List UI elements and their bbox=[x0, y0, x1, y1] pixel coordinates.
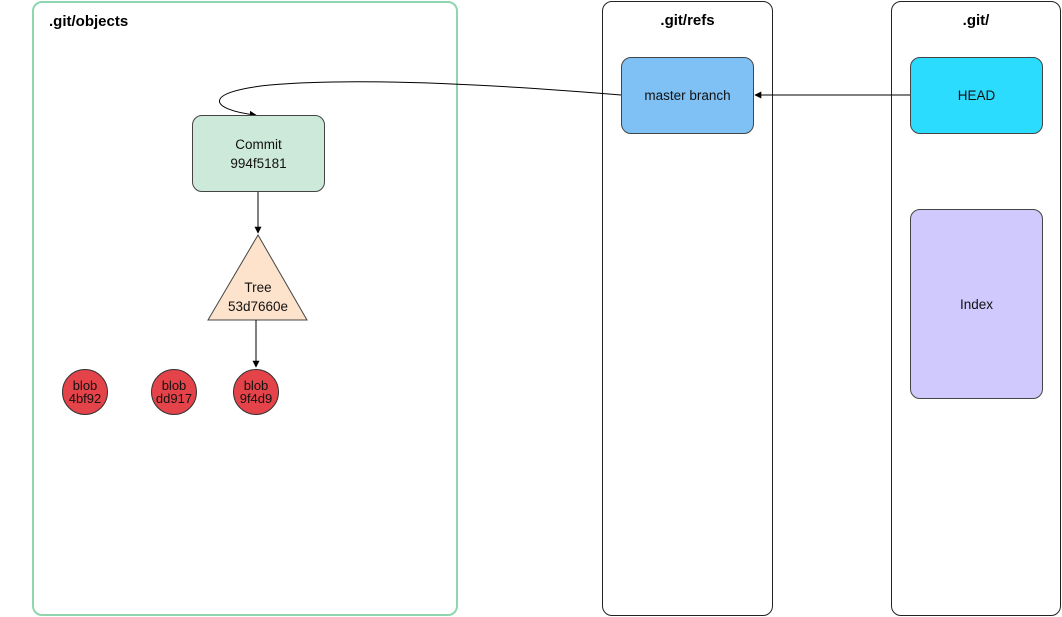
index-node: Index bbox=[910, 209, 1043, 399]
commit-hash: 994f5181 bbox=[230, 155, 287, 171]
tree-label: Tree bbox=[244, 280, 272, 295]
tree-triangle bbox=[207, 234, 308, 321]
master-branch-label: master branch bbox=[644, 88, 731, 103]
blob-hash: dd917 bbox=[155, 391, 193, 406]
blob-hash: 9f4d9 bbox=[239, 391, 273, 406]
blob-label: blob bbox=[243, 378, 269, 393]
head-node: HEAD bbox=[910, 57, 1043, 134]
blob-hash: 4bf92 bbox=[68, 391, 102, 406]
head-label: HEAD bbox=[957, 88, 996, 103]
blob-label: blob bbox=[72, 378, 98, 393]
git-panel-title: .git/ bbox=[962, 12, 990, 29]
refs-panel-title: .git/refs bbox=[660, 12, 715, 29]
objects-panel-title: .git/objects bbox=[49, 13, 129, 30]
blob-node: blob 4bf92 bbox=[62, 369, 108, 415]
tree-node: Tree 53d7660e bbox=[208, 278, 308, 316]
commit-label: Commit bbox=[235, 136, 282, 152]
master-branch-node: master branch bbox=[621, 57, 754, 134]
index-label: Index bbox=[959, 296, 994, 312]
commit-node: Commit 994f5181 bbox=[192, 115, 325, 192]
master-to-commit-arrow bbox=[219, 81, 622, 118]
blob-node: blob 9f4d9 bbox=[233, 369, 279, 415]
blob-label: blob bbox=[161, 378, 187, 393]
tree-hash: 53d7660e bbox=[227, 299, 289, 314]
blob-node: blob dd917 bbox=[151, 369, 197, 415]
